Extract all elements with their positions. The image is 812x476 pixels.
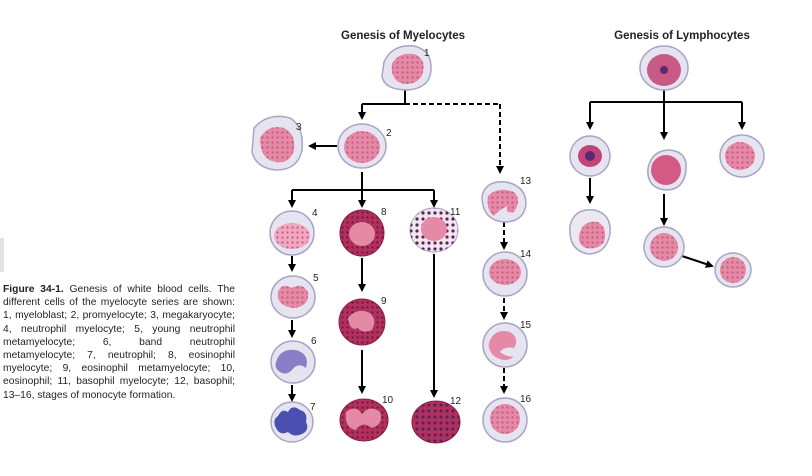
cell-basophil xyxy=(411,400,461,444)
myelocyte-arrows xyxy=(288,90,508,402)
caption-label: Figure 34-1. xyxy=(3,284,64,295)
figure-caption: Figure 34-1. Genesis of white blood cell… xyxy=(3,283,235,402)
cell-eosinophil-myelocyte xyxy=(339,209,385,257)
label-8: 8 xyxy=(381,207,387,218)
cell-monocyte-stage-15 xyxy=(482,322,528,368)
label-15: 15 xyxy=(520,320,532,331)
cell-lymphocyte-e xyxy=(643,226,685,268)
label-13: 13 xyxy=(520,176,532,187)
cell-megakaryocyte xyxy=(251,115,303,171)
cell-neutrophil xyxy=(270,401,314,443)
caption-text: Genesis of white blood cells. The differ… xyxy=(3,284,235,401)
cell-band-neutrophil-metamyelocyte xyxy=(270,340,316,384)
label-14: 14 xyxy=(520,249,532,260)
cell-lymphoblast xyxy=(639,45,689,91)
label-12: 12 xyxy=(450,396,462,407)
label-9: 9 xyxy=(381,296,387,307)
cell-basophil-myelocyte xyxy=(409,207,459,253)
cell-young-neutrophil-metamyelocyte xyxy=(270,275,316,319)
cell-monocyte-stage-14 xyxy=(482,251,528,297)
cell-monocyte-stage-16 xyxy=(482,397,528,443)
label-11: 11 xyxy=(450,207,461,218)
cell-myeloblast xyxy=(381,45,432,91)
cell-neutrophil-myelocyte xyxy=(269,210,315,256)
label-6: 6 xyxy=(311,336,317,347)
cell-eosinophil xyxy=(339,398,389,442)
label-16: 16 xyxy=(520,394,532,405)
label-5: 5 xyxy=(313,273,319,284)
cell-lymphocyte-b xyxy=(647,149,687,191)
label-3: 3 xyxy=(296,122,302,133)
label-1: 1 xyxy=(424,48,430,59)
label-10: 10 xyxy=(382,395,394,406)
margin-marker xyxy=(0,238,4,272)
cell-promyelocyte xyxy=(337,123,387,169)
cell-lymphocyte-c xyxy=(719,134,765,178)
cell-eosinophil-metamyelocyte xyxy=(338,298,386,346)
cell-lymphocyte-f xyxy=(714,252,752,288)
lymphocyte-arrows xyxy=(586,88,746,268)
cell-lymphocyte-a xyxy=(569,135,611,177)
label-2: 2 xyxy=(386,128,392,139)
label-7: 7 xyxy=(310,402,316,413)
cell-monocyte-stage-13 xyxy=(481,181,527,223)
cell-number-labels: 1 2 3 4 5 6 7 8 9 10 11 12 13 14 15 16 xyxy=(296,48,532,413)
label-4: 4 xyxy=(312,208,318,219)
title-myelocytes: Genesis of Myelocytes xyxy=(341,30,465,42)
title-lymphocytes: Genesis of Lymphocytes xyxy=(614,30,750,42)
cell-lymphocyte-d xyxy=(569,209,611,255)
